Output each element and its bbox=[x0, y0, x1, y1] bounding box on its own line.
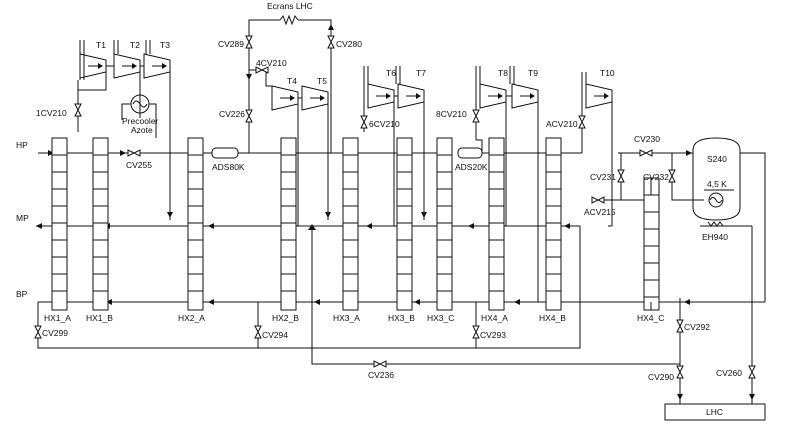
valve-cv231[interactable] bbox=[617, 169, 625, 183]
valve-cv260[interactable] bbox=[748, 365, 756, 379]
turbine-group-t6-t7 bbox=[363, 66, 427, 226]
hx1-a-label: HX1_A bbox=[44, 313, 71, 323]
t2-label: T2 bbox=[130, 40, 140, 50]
ads20k-label: ADS20K bbox=[455, 162, 488, 172]
lhc-label: LHC bbox=[706, 407, 723, 417]
s240-label: S240 bbox=[707, 154, 727, 164]
cv8210-label: 8CV210 bbox=[436, 109, 467, 119]
valve-cv230[interactable] bbox=[639, 149, 653, 157]
hx4-b bbox=[545, 137, 562, 311]
turbine-t10 bbox=[561, 72, 613, 227]
cv289-label: CV289 bbox=[218, 39, 244, 49]
precooler-label-1: Precooler bbox=[122, 116, 159, 126]
precooler-label-2: Azote bbox=[131, 125, 153, 135]
valve-8cv210[interactable] bbox=[472, 109, 480, 123]
turbine-group-t4-t5 bbox=[246, 69, 331, 226]
cv1210-label: 1CV210 bbox=[36, 108, 67, 118]
valve-acv215[interactable] bbox=[591, 196, 605, 204]
hx4-a bbox=[488, 137, 505, 311]
cv6210-label: 6CV210 bbox=[369, 119, 400, 129]
t6-label: T6 bbox=[386, 68, 396, 78]
valve-cv289[interactable] bbox=[245, 35, 253, 49]
hx3-b bbox=[396, 137, 413, 311]
valve-cv232[interactable] bbox=[668, 169, 676, 183]
hx2-b bbox=[280, 137, 297, 311]
hx1-a bbox=[51, 137, 68, 311]
valve-cv293[interactable] bbox=[472, 325, 480, 339]
valve-cv255[interactable] bbox=[120, 149, 141, 157]
t4-label: T4 bbox=[287, 76, 297, 86]
adsorber-80k bbox=[211, 147, 239, 159]
cv226-label: CV226 bbox=[219, 109, 245, 119]
cv236-label: CV236 bbox=[368, 370, 394, 380]
t9-label: T9 bbox=[528, 68, 538, 78]
cv231-label: CV231 bbox=[590, 172, 616, 182]
valve-cv292[interactable] bbox=[676, 319, 684, 333]
t1-label: T1 bbox=[96, 40, 106, 50]
ads80k-label: ADS80K bbox=[212, 162, 245, 172]
cv232-label: CV232 bbox=[643, 172, 669, 182]
valve-1cv210[interactable] bbox=[74, 103, 82, 117]
hp-label: HP bbox=[16, 140, 28, 150]
hx2-a-label: HX2_A bbox=[178, 313, 205, 323]
phase-separator-s240 bbox=[692, 137, 741, 227]
hx2-b-label: HX2_B bbox=[272, 313, 299, 323]
cv292-label: CV292 bbox=[684, 322, 710, 332]
hx3-a bbox=[342, 137, 359, 311]
cv290-label: CV290 bbox=[648, 372, 674, 382]
valve-cv290[interactable] bbox=[676, 365, 684, 379]
cv293-label: CV293 bbox=[480, 330, 506, 340]
valve-4cv210[interactable] bbox=[255, 66, 269, 74]
valve-acv210[interactable] bbox=[578, 115, 586, 129]
mp-label: MP bbox=[16, 213, 29, 223]
hx4-b-label: HX4_B bbox=[539, 313, 566, 323]
lhc-box bbox=[664, 403, 766, 421]
ecrans-lhc-loop bbox=[248, 14, 334, 153]
cv299-label: CV299 bbox=[42, 328, 68, 338]
t7-label: T7 bbox=[416, 68, 426, 78]
precooler bbox=[121, 94, 157, 138]
cv260-label: CV260 bbox=[716, 368, 742, 378]
turbine-group-t8-t9 bbox=[475, 66, 539, 302]
valve-cv226[interactable] bbox=[245, 109, 253, 123]
valve-cv236[interactable] bbox=[373, 360, 387, 368]
acv215-label: ACV215 bbox=[584, 207, 616, 217]
hx3-c bbox=[436, 137, 453, 311]
hx3-c-label: HX3_C bbox=[427, 313, 454, 323]
valve-cv280[interactable] bbox=[327, 35, 335, 49]
t8-label: T8 bbox=[498, 68, 508, 78]
bp-label: BP bbox=[16, 289, 28, 299]
hx3-b-label: HX3_B bbox=[388, 313, 415, 323]
valve-cv299[interactable] bbox=[34, 325, 42, 339]
hx1-b-label: HX1_B bbox=[86, 313, 113, 323]
hx3-a-label: HX3_A bbox=[333, 313, 360, 323]
t5-label: T5 bbox=[317, 76, 327, 86]
cv294-label: CV294 bbox=[262, 330, 288, 340]
cv230-label: CV230 bbox=[634, 134, 660, 144]
t3-label: T3 bbox=[160, 40, 170, 50]
acv210-label: ACV210 bbox=[546, 119, 578, 129]
hx4-c-label: HX4_C bbox=[637, 313, 664, 323]
hx2-a bbox=[187, 137, 204, 311]
cv255-label: CV255 bbox=[126, 160, 152, 170]
cv4210-label: 4CV210 bbox=[256, 58, 287, 68]
hx1-b bbox=[92, 137, 109, 311]
adsorber-20k bbox=[457, 147, 489, 159]
t10-label: T10 bbox=[600, 68, 615, 78]
level-label: 4,5 K bbox=[707, 179, 727, 189]
eh940-label: EH940 bbox=[702, 232, 728, 242]
hx4-a-label: HX4_A bbox=[481, 313, 508, 323]
hx4-c bbox=[643, 177, 660, 311]
cv280-label: CV280 bbox=[336, 39, 362, 49]
valve-6cv210[interactable] bbox=[360, 115, 368, 129]
turbine-group-t1-t3 bbox=[77, 40, 173, 220]
ecrans-label: Ecrans LHC bbox=[267, 1, 313, 11]
valve-cv294[interactable] bbox=[254, 325, 262, 339]
